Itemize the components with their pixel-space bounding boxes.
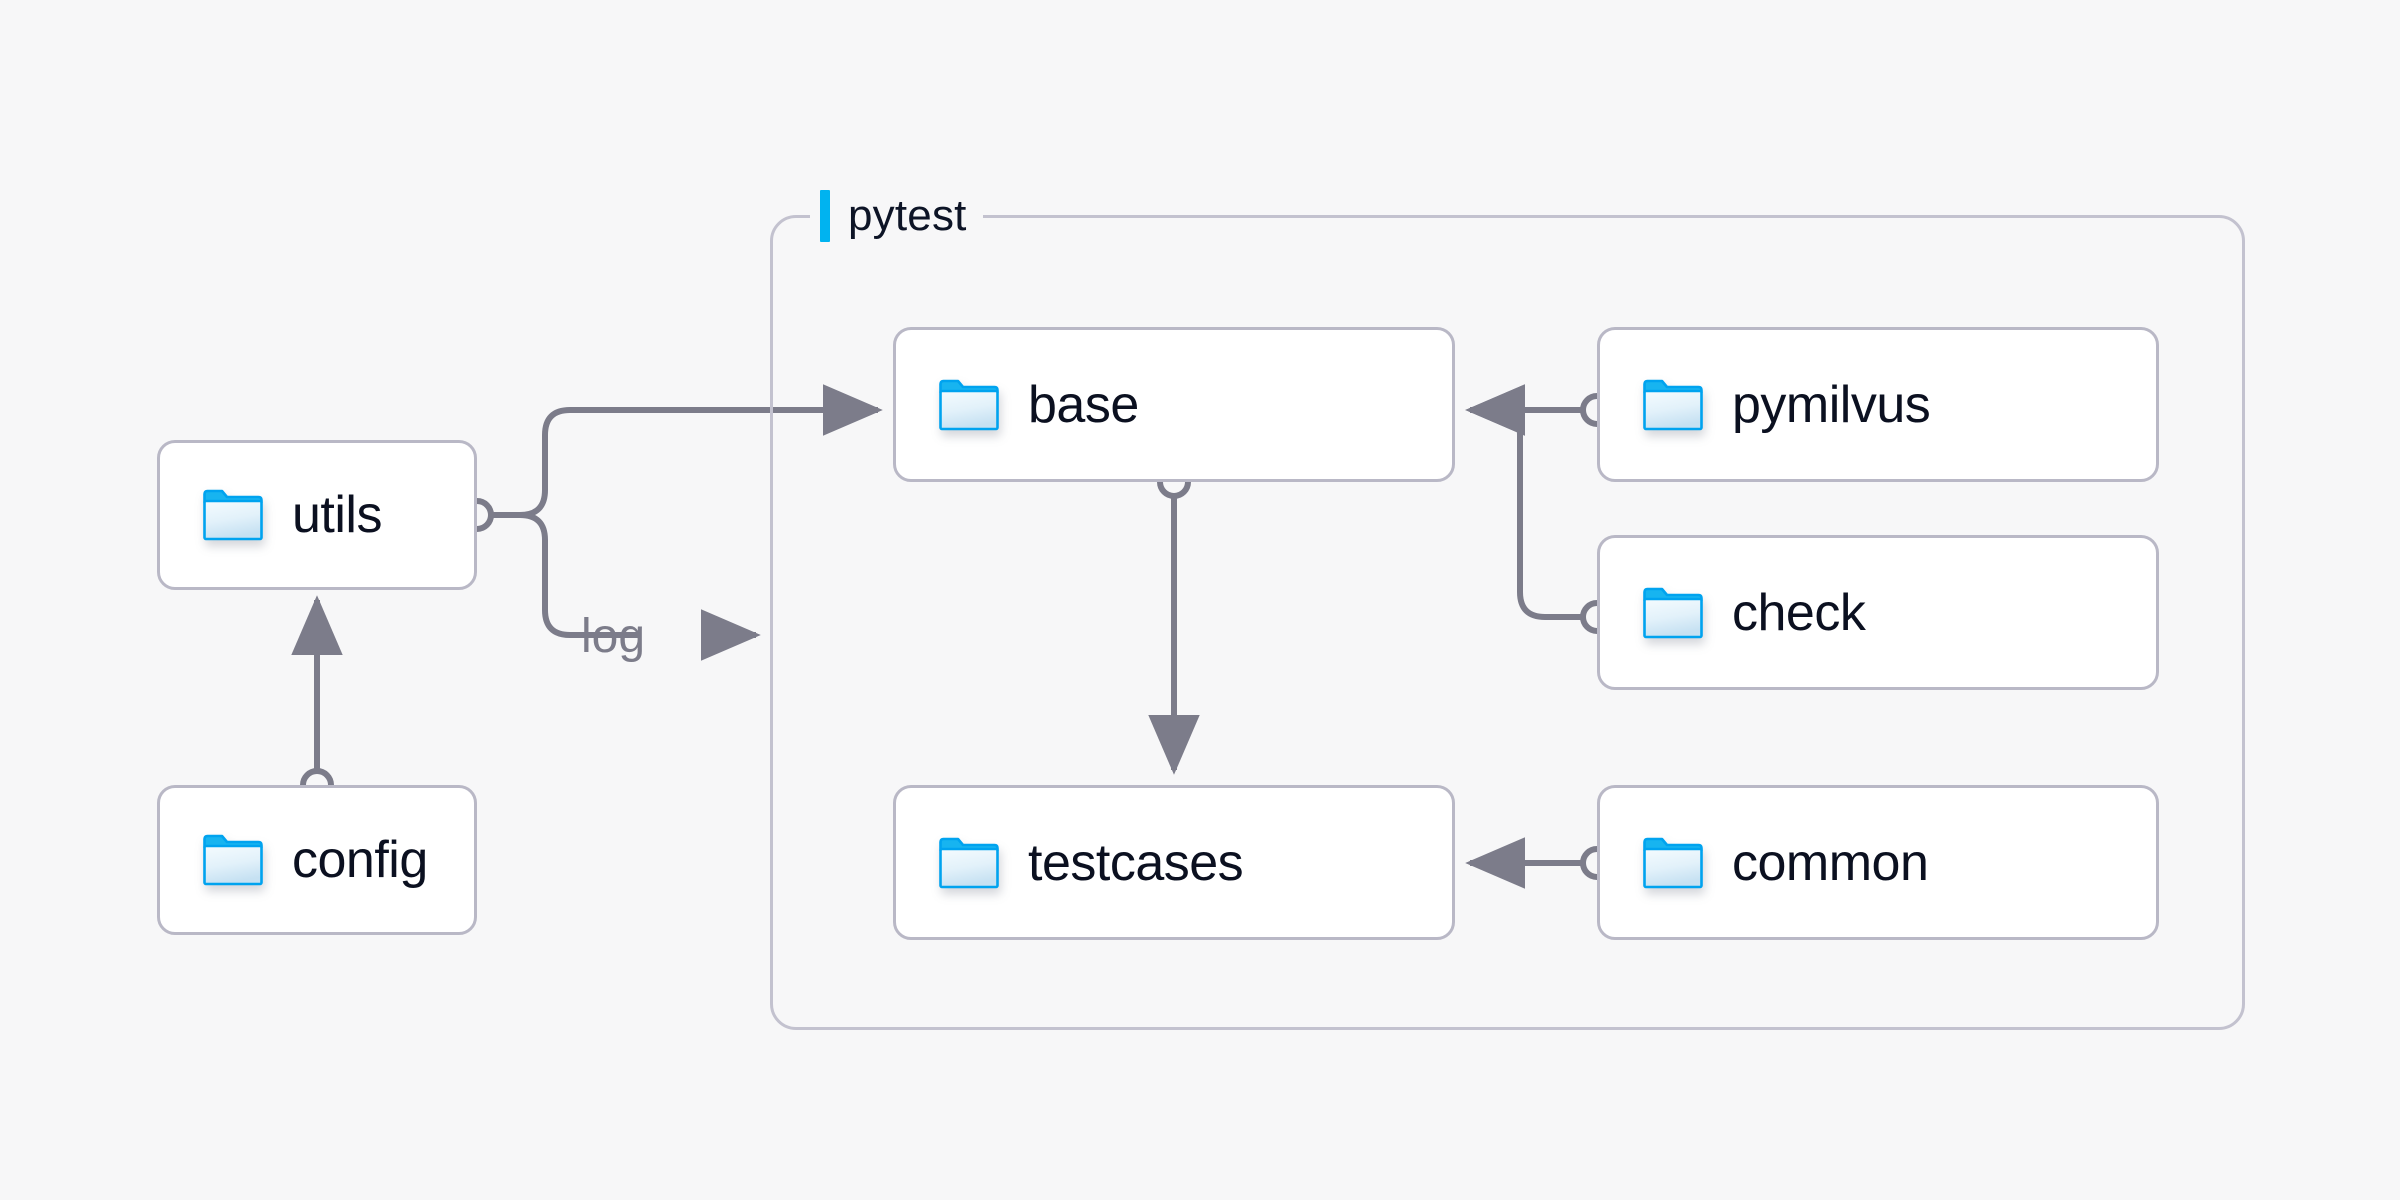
node-testcases[interactable]: testcases (893, 785, 1455, 940)
folder-icon (202, 488, 264, 542)
node-testcases-label: testcases (1028, 833, 1244, 892)
node-utils-label: utils (292, 486, 382, 544)
node-base[interactable]: base (893, 327, 1455, 482)
node-utils[interactable]: utils (157, 440, 477, 590)
group-pytest[interactable] (770, 215, 2245, 1030)
node-common[interactable]: common (1597, 785, 2159, 940)
node-pymilvus[interactable]: pymilvus (1597, 327, 2159, 482)
node-check-label: check (1732, 583, 1866, 642)
group-pytest-title: pytest (810, 190, 983, 242)
folder-icon (1642, 586, 1704, 640)
node-base-label: base (1028, 375, 1139, 434)
folder-icon (202, 833, 264, 887)
node-check[interactable]: check (1597, 535, 2159, 690)
accent-bar-icon (820, 190, 830, 242)
folder-icon (1642, 378, 1704, 432)
group-pytest-label: pytest (848, 191, 967, 240)
folder-icon (938, 836, 1000, 890)
node-config-label: config (292, 831, 428, 889)
node-config[interactable]: config (157, 785, 477, 935)
folder-icon (1642, 836, 1704, 890)
node-common-label: common (1732, 833, 1929, 892)
node-pymilvus-label: pymilvus (1732, 375, 1931, 434)
edge-label-log: log (581, 610, 645, 663)
edge-utils-log (477, 512, 640, 638)
folder-icon (938, 378, 1000, 432)
